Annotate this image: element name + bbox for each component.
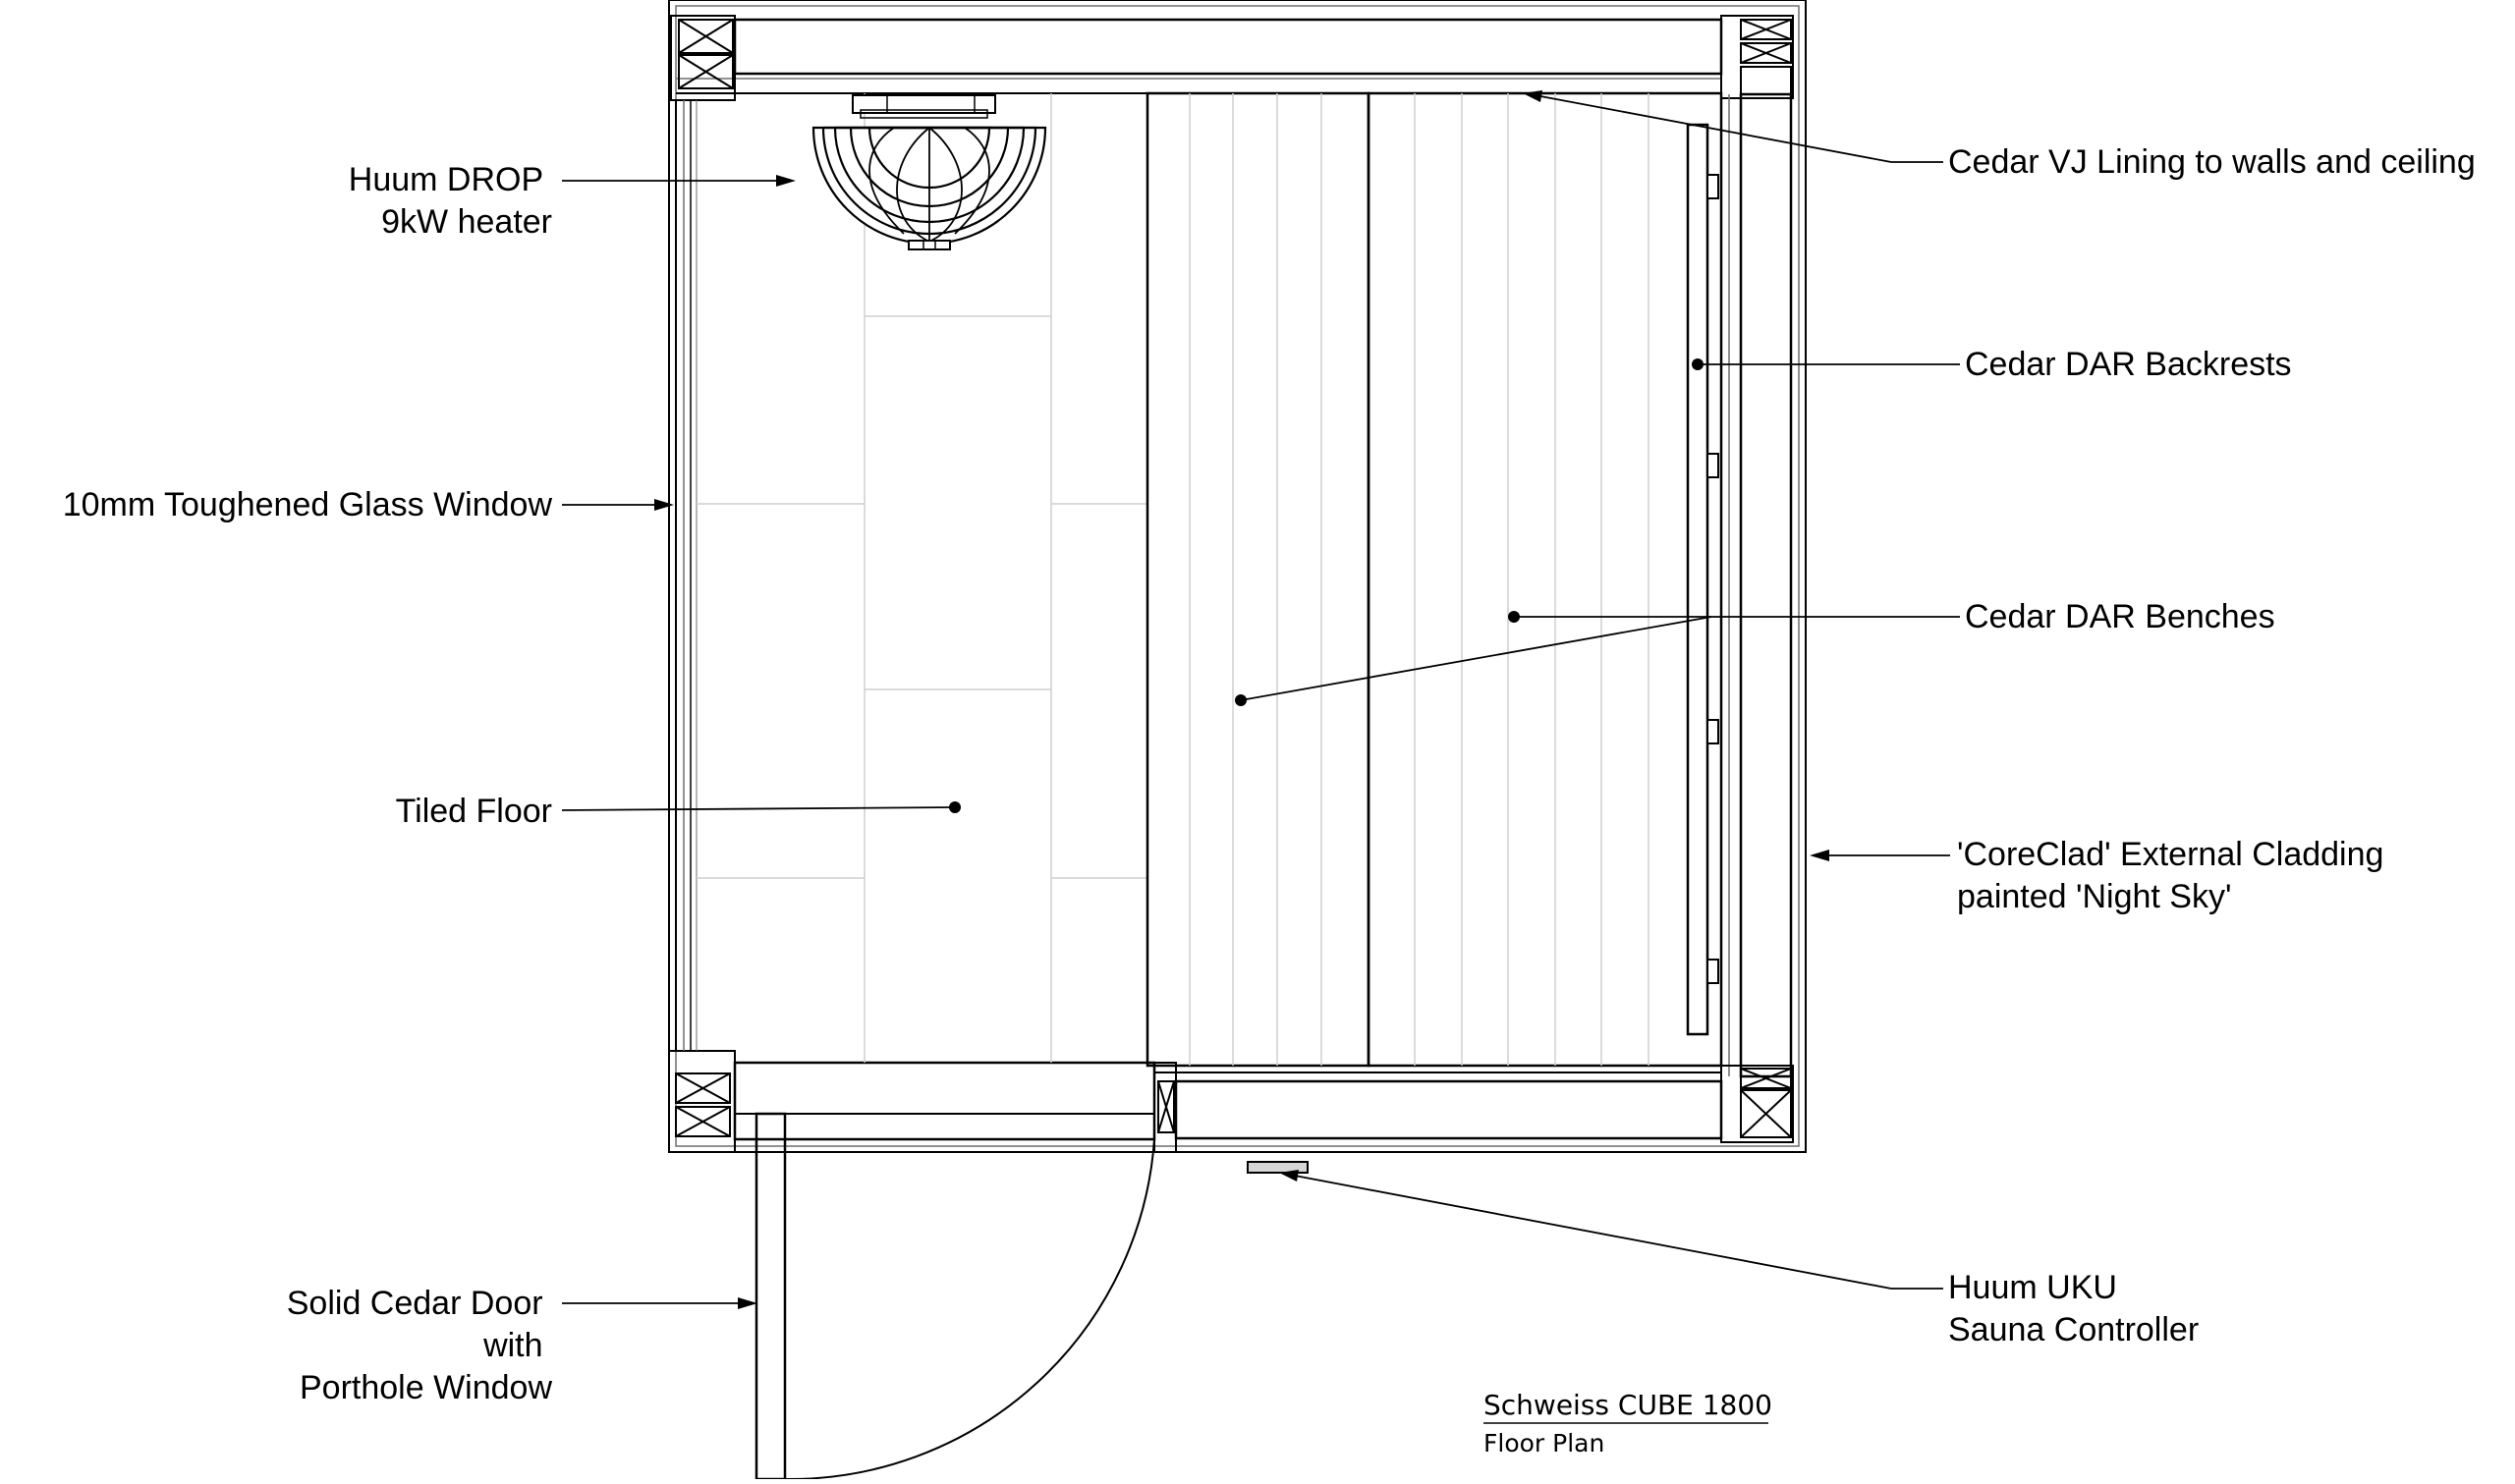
label-door-line-2: with (482, 1327, 542, 1364)
label-door: Solid Cedar Door with Porthole Window (287, 1285, 553, 1406)
label-controller-line-1: Huum UKU (1948, 1269, 2117, 1306)
label-backrests-line-1: Cedar DAR Backrests (1965, 346, 2292, 383)
bench-lower (1146, 91, 1370, 1068)
post-top-left (670, 15, 736, 101)
label-controller: Huum UKU Sauna Controller (1948, 1269, 2199, 1348)
bottom-wall (1154, 1065, 1806, 1153)
label-window: 10mm Toughened Glass Window (63, 486, 553, 523)
label-benches: Cedar DAR Benches (1965, 598, 2275, 635)
post-bottom-left (668, 1050, 736, 1153)
label-cladding-line-1: 'CoreClad' External Cladding (1957, 836, 2383, 873)
glass-window (675, 100, 698, 1051)
label-lining-line-1: Cedar VJ Lining to walls and ceiling (1948, 143, 2476, 181)
drawing-subtitle: Floor Plan (1483, 1429, 1604, 1457)
label-heater-line-1: Huum DROP (349, 161, 543, 198)
label-heater: Huum DROP 9kW heater (349, 161, 552, 241)
post-door-jamb (1153, 1062, 1177, 1153)
label-benches-line-1: Cedar DAR Benches (1965, 598, 2275, 635)
leader-lines (561, 90, 1960, 1424)
right-wall (1720, 92, 1793, 1078)
label-cladding-line-2: painted 'Night Sky' (1957, 878, 2231, 915)
label-door-line-1: Solid Cedar Door (287, 1285, 543, 1322)
bench-upper (1367, 91, 1723, 1068)
label-lining: Cedar VJ Lining to walls and ceiling (1948, 143, 2476, 181)
top-wall (676, 18, 1723, 94)
label-floor: Tiled Floor (396, 793, 552, 830)
floor-tiles (697, 93, 1147, 1063)
door (733, 1061, 1156, 1481)
backrest (1686, 123, 1719, 1036)
label-heater-line-2: 9kW heater (381, 203, 552, 241)
label-door-line-3: Porthole Window (300, 1369, 552, 1406)
label-cladding: 'CoreClad' External Cladding painted 'Ni… (1957, 836, 2393, 915)
label-controller-line-2: Sauna Controller (1948, 1311, 2199, 1348)
drawing-title: Schweiss CUBE 1800 (1483, 1389, 1772, 1421)
heater (811, 94, 1047, 250)
post-bottom-right (1720, 1065, 1794, 1143)
label-window-line-1: 10mm Toughened Glass Window (63, 486, 553, 523)
sauna-controller (1247, 1161, 1309, 1174)
label-backrests: Cedar DAR Backrests (1965, 346, 2292, 383)
label-floor-line-1: Tiled Floor (396, 793, 552, 830)
post-top-right (1720, 15, 1794, 99)
